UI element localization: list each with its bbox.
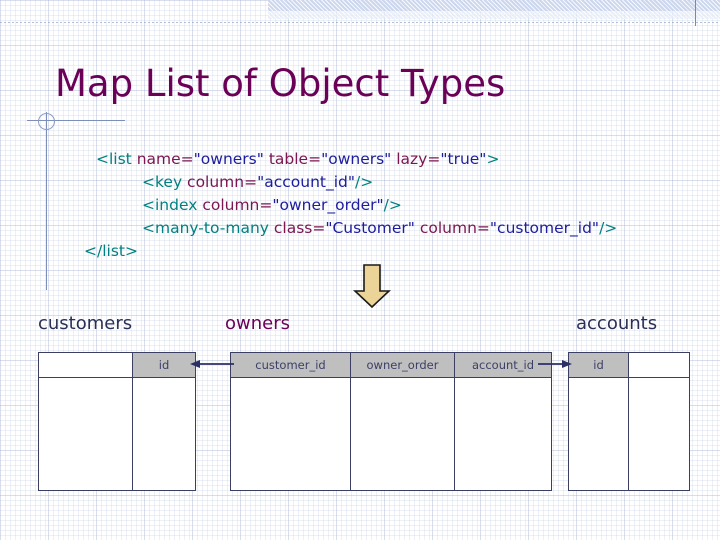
table-label-owners: owners [225,313,290,334]
code-token-val: "owners" [321,150,392,168]
code-token-eq: = [244,173,258,191]
table-label-customers: customers [38,313,133,334]
code-token-eq: = [476,219,490,237]
code-token-val: "account_id" [257,173,356,191]
code-token-tag: </list> [84,242,138,260]
code-token-tag: > [486,150,500,168]
code-token-attr: column [414,219,477,237]
table-customers: id [38,352,196,491]
code-token-tag: <index [142,196,203,214]
code-token-tag: <many-to-many [142,219,274,237]
xml-code-block: <list name="owners" table="owners" lazy=… [84,148,617,263]
code-line-1: <list name="owners" table="owners" lazy=… [96,148,617,171]
code-token-eq: = [308,150,322,168]
table-cell-id: id [568,352,629,378]
code-line-5: </list> [84,240,617,263]
table-cell-blank [38,352,133,378]
code-token-eq: = [312,219,326,237]
code-token-attr: column [202,196,260,214]
top-hatched-banner [268,0,720,11]
code-token-attr: name [136,150,181,168]
top-right-vertical-rule [695,0,696,26]
code-token-val: "customer_id" [489,219,600,237]
decorative-horizontal-line [27,120,125,121]
table-cell-body [38,377,133,491]
code-token-eq: = [427,150,441,168]
code-token-tag: <list [96,150,137,168]
connector-arrow-left-icon [190,360,234,368]
top-horizontal-rule [0,22,720,23]
table-cell-body [350,377,455,491]
table-cell-id: id [132,352,196,378]
table-row: customer_id owner_order account_id [230,352,552,378]
table-row: id [38,352,196,378]
table-cell-body [568,377,629,491]
table-cell-owner-order: owner_order [350,352,455,378]
table-row [38,377,196,491]
code-token-val: "owner_order" [272,196,384,214]
code-line-4: <many-to-many class="Customer" column="c… [96,217,617,240]
top-hatched-banner-fade [268,11,720,19]
table-owners: customer_id owner_order account_id [230,352,552,491]
decorative-circle-marker [38,113,55,130]
code-token-val: "owners" [193,150,264,168]
decorative-vertical-line [46,112,47,290]
code-token-eq: = [180,150,194,168]
code-token-attr: column [187,173,245,191]
table-row: id [568,352,690,378]
code-token-attr: table [263,150,309,168]
table-cell-body [132,377,196,491]
table-row [568,377,690,491]
table-label-accounts: accounts [576,313,658,334]
table-row [230,377,552,491]
code-token-attr: lazy [391,150,428,168]
table-cell-body [230,377,351,491]
code-token-tag: /> [383,196,402,214]
table-cell-body [628,377,690,491]
code-token-tag: <key [142,173,188,191]
code-token-eq: = [259,196,273,214]
down-arrow-icon [353,264,391,308]
table-accounts: id [568,352,690,491]
table-cell-account-id: account_id [454,352,552,378]
code-token-tag: /> [599,219,618,237]
page-title: Map List of Object Types [55,62,506,105]
table-cell-blank [628,352,690,378]
table-cell-body [454,377,552,491]
code-token-attr: class [273,219,313,237]
code-line-3: <index column="owner_order"/> [96,194,617,217]
code-token-val: "Customer" [325,219,415,237]
table-cell-customer-id: customer_id [230,352,351,378]
code-token-tag: /> [355,173,374,191]
code-line-2: <key column="account_id"/> [96,171,617,194]
code-token-val: "true" [440,150,487,168]
connector-arrow-right-icon [538,360,572,368]
